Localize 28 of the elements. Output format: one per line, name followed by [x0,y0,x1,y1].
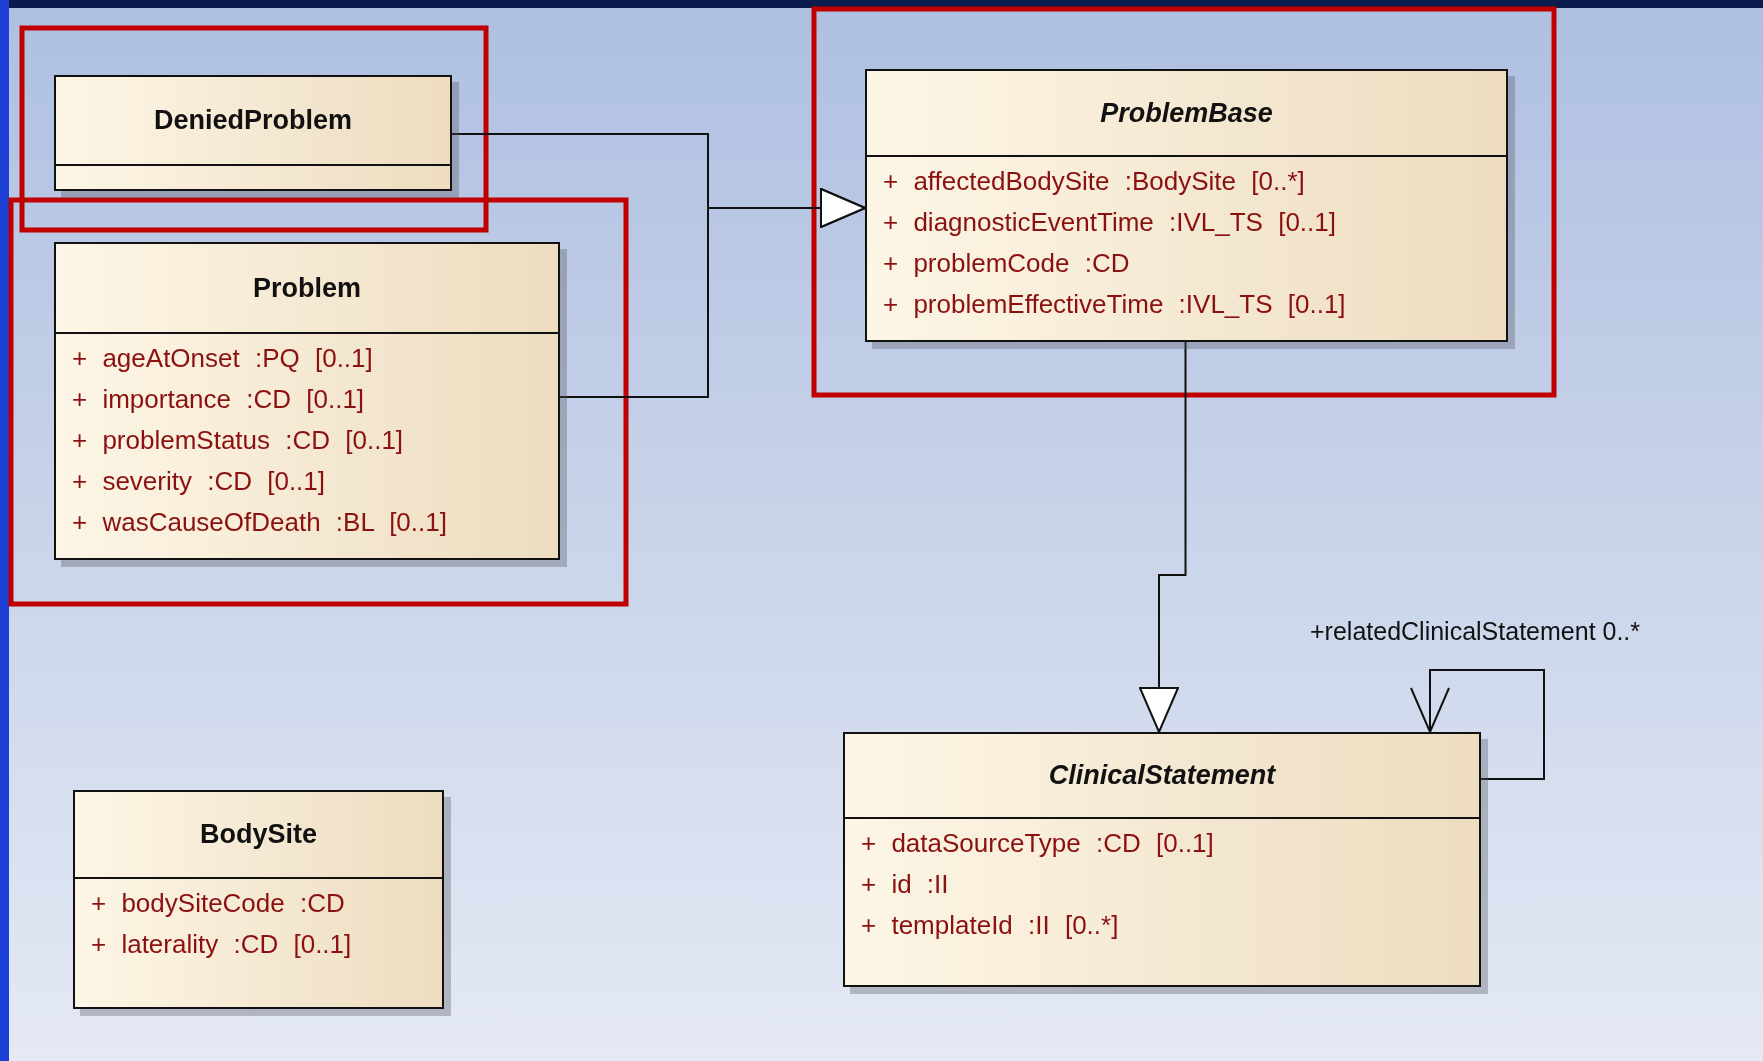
class-name: BodySite [200,819,317,850]
class-box [865,69,1508,342]
generalization-arrow [559,188,866,398]
attribute-text: + severity :CD [0..1] [72,465,326,498]
role-label: +relatedClinicalStatement 0..* [1310,617,1641,646]
attribute-text: + problemEffectiveTime :IVL_TS [0..1] [883,288,1346,321]
attribute-text: + affectedBodySite :BodySite [0..*] [883,165,1305,198]
class-name: ProblemBase [1100,97,1273,129]
attribute-text: + importance :CD [0..1] [72,383,365,416]
class-box [843,732,1481,987]
attribute-text: + ageAtOnset :PQ [0..1] [72,342,373,375]
attribute-text: + templateId :II [0..*] [861,909,1119,942]
attribute-text: + problemCode :CD [883,247,1130,280]
association-arrow [1410,669,1545,780]
class-box [54,75,452,191]
attribute-text: + dataSourceType :CD [0..1] [861,827,1214,860]
generalization-arrow [1139,341,1187,733]
attribute-text: + diagnosticEventTime :IVL_TS [0..1] [883,206,1336,239]
class-name: Problem [253,272,361,304]
class-box [73,790,444,1009]
attribute-text: + wasCauseOfDeath :BL [0..1] [72,506,447,539]
attribute-text: + bodySiteCode :CD [91,887,345,920]
class-name: DeniedProblem [153,105,352,136]
attribute-text: + problemStatus :CD [0..1] [72,424,404,457]
class-name: ClinicalStatement [1048,760,1276,791]
attribute-text: + laterality :CD [0..1] [91,928,352,961]
attribute-text: + id :II [861,868,949,901]
class-box [54,242,560,560]
